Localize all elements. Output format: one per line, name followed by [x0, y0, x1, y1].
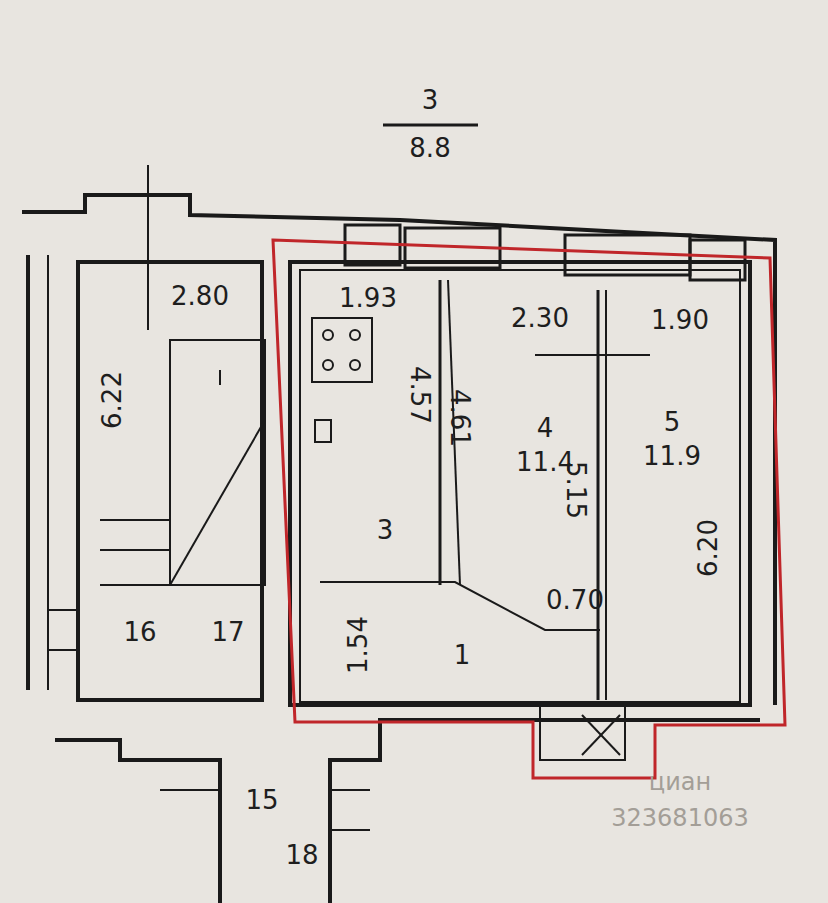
plan-label: 15: [245, 787, 278, 813]
plan-label: 8.8: [409, 135, 450, 161]
plan-label: 1.54: [345, 616, 371, 674]
dimension-label: 1.93: [339, 285, 397, 311]
dimension-label: 6.22: [99, 371, 125, 429]
room: 1.90 5 11.9 6.20: [600, 270, 740, 700]
dimension-label: 2.80: [171, 283, 229, 309]
dimension-label: 5.15: [563, 461, 589, 519]
plan-label: 18: [285, 842, 318, 868]
plan-label: 16: [123, 619, 156, 645]
dimension-label: 6.20: [695, 519, 721, 577]
room: 1.93 4.57 3: [300, 270, 440, 580]
watermark: 323681063: [611, 806, 748, 830]
watermark: циан: [649, 770, 711, 794]
dimension-label: 1.90: [651, 307, 709, 333]
dimension-label: 11.9: [643, 443, 701, 469]
dimension-label: 5: [664, 409, 681, 435]
dimension-label: 2.30: [511, 305, 569, 331]
dimension-label: 3: [377, 517, 394, 543]
plan-label: 1: [454, 642, 471, 668]
room: 2.304.61411.45.15: [445, 270, 595, 600]
plan-label: 0.70: [546, 587, 604, 613]
plan-label: 3: [422, 87, 439, 113]
dimension-label: 4.61: [447, 389, 473, 447]
dimension-label: 4.57: [407, 366, 433, 424]
dimension-label: 4: [537, 415, 554, 441]
plan-label: 17: [211, 619, 244, 645]
